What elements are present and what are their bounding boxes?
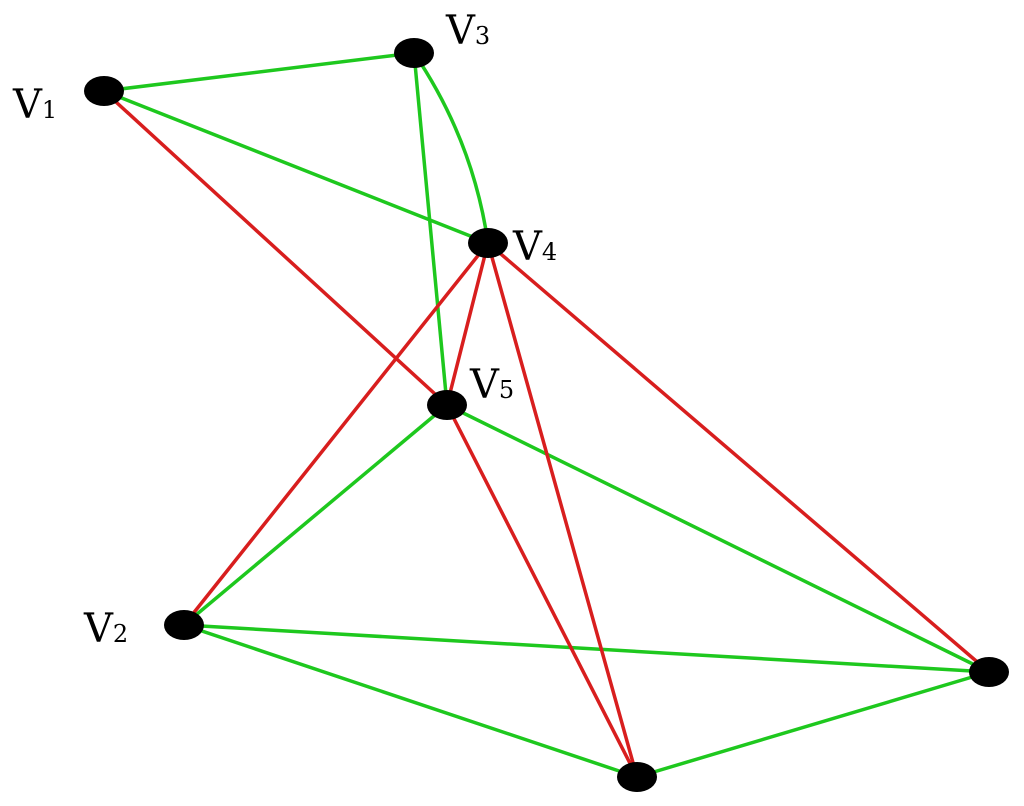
- vertex-v7: [969, 657, 1009, 687]
- vertex-label-v5: V5: [469, 362, 514, 408]
- vertex-label-v2: V2: [83, 606, 128, 652]
- edge-v2-v7: [182, 623, 991, 674]
- edge-v6-v7: [635, 670, 991, 779]
- edge-v5-v2: [182, 403, 449, 627]
- vertex-v1: [84, 76, 124, 106]
- edge-v5-v6: [445, 403, 639, 779]
- edge-v1-v3: [102, 51, 416, 93]
- edge-v1-v4: [102, 89, 490, 245]
- edge-v3-v4: [412, 51, 490, 245]
- edge-v1-v5: [102, 89, 449, 407]
- vertex-v2: [164, 610, 204, 640]
- vertex-label-v3: V3: [445, 8, 490, 54]
- edge-v4-v6: [486, 241, 639, 779]
- labels-layer: V1 V3 V4 V5 V2: [12, 8, 557, 652]
- vertex-v4: [468, 228, 508, 258]
- edge-v2-v6: [182, 623, 639, 779]
- edge-v4-v7: [486, 241, 991, 674]
- edges-layer: [102, 51, 991, 779]
- vertex-v5: [427, 390, 467, 420]
- vertex-label-v4: V4: [512, 224, 557, 270]
- edge-v5-v7: [445, 403, 991, 674]
- vertex-v6: [617, 762, 657, 792]
- edge-v4-v2: [182, 241, 490, 627]
- vertex-v3: [394, 38, 434, 68]
- edge-v3-v5: [412, 51, 449, 407]
- edge-v4-v5: [445, 241, 490, 407]
- vertex-label-v1: V1: [12, 82, 57, 128]
- vertices-layer: [84, 38, 1009, 792]
